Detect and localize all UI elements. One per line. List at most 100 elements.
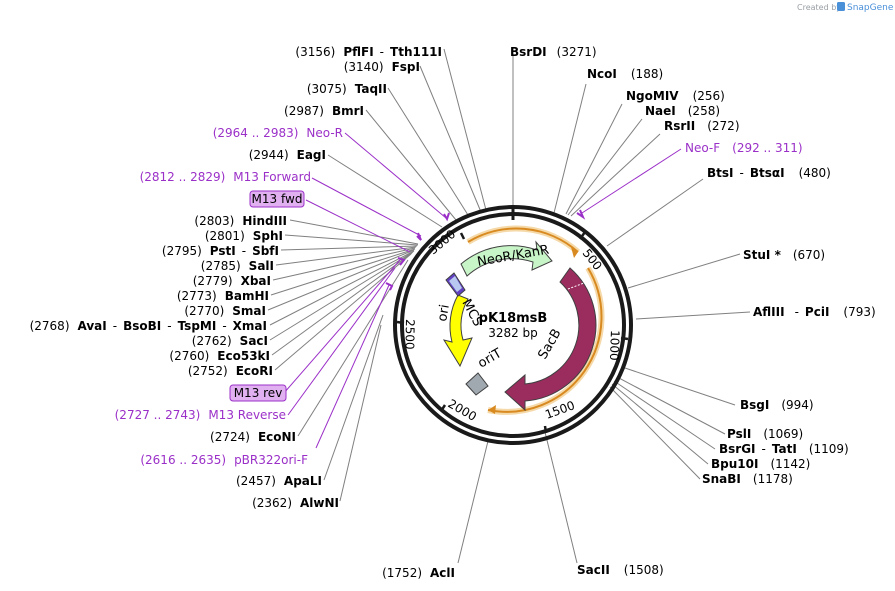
- enzyme-name: PslI: [727, 427, 751, 441]
- enzyme-site-psti[interactable]: (2795)PstI-SbfI: [162, 244, 279, 258]
- enzyme-separator: -: [795, 305, 799, 319]
- enzyme-site-afliii[interactable]: AflIII-PciI(793): [753, 305, 876, 319]
- enzyme-site-ncoi[interactable]: NcoI(188): [587, 67, 663, 81]
- enzyme-site-bsrgi[interactable]: BsrGI-TatI(1109): [719, 442, 849, 456]
- enzyme-labels-right: BsrDI(3271) NcoI(188) NgoMIV(256) NaeI(2…: [510, 45, 876, 577]
- enzyme-position: (2362): [252, 496, 292, 510]
- enzyme-name: ApaLI: [284, 474, 322, 488]
- primer-neo-f[interactable]: Neo-F(292 .. 311): [685, 141, 803, 155]
- scale-ticks: [396, 231, 629, 434]
- enzyme-name-3: TspMI: [178, 319, 217, 333]
- tick-label-2500: 2500: [402, 319, 417, 350]
- enzyme-site-bamhi[interactable]: (2773)BamHI: [177, 289, 269, 303]
- enzyme-position: (2803): [194, 214, 234, 228]
- scale-tick-1500: [543, 425, 548, 434]
- primer-range: (2616 .. 2635): [140, 453, 226, 467]
- orange-arc-right-arrowhead: [488, 405, 496, 414]
- primer-name: pBR322ori-F: [234, 453, 308, 467]
- enzyme-position: (2752): [188, 364, 228, 378]
- enzyme-position: (1178): [753, 472, 793, 486]
- enzyme-site-eco53ki[interactable]: (2760)Eco53kI: [169, 349, 270, 363]
- enzyme-site-econi[interactable]: (2724)EcoNI: [210, 430, 296, 444]
- primer-box-m13-fwd[interactable]: [249, 190, 305, 208]
- enzyme-site-naei[interactable]: NaeI(258): [645, 104, 720, 118]
- primer-markers: [385, 209, 586, 291]
- leader-line: [269, 250, 415, 326]
- enzyme-site-fspi[interactable]: (3140)FspI: [344, 60, 420, 74]
- enzyme-site-psli[interactable]: PslI(1069): [727, 427, 803, 441]
- enzyme-site-snabi[interactable]: SnaBI(1178): [702, 472, 793, 486]
- enzyme-separator: -: [762, 442, 766, 456]
- enzyme-site-rsrii[interactable]: RsrII(272): [664, 119, 740, 133]
- enzyme-site-eagi[interactable]: (2944)EagI: [249, 148, 326, 162]
- tick-label-500: 500: [580, 246, 605, 273]
- enzyme-site-bpu10i[interactable]: Bpu10I(1142): [711, 457, 810, 471]
- primer-m13-reverse[interactable]: (2727 .. 2743)M13 Reverse: [115, 408, 286, 422]
- enzyme-name: Bpu10I: [711, 457, 758, 471]
- enzyme-position: (2770): [184, 304, 224, 318]
- enzyme-position: (3156): [295, 45, 335, 59]
- tick-label-1000: 1000: [607, 330, 622, 361]
- leader-line: [269, 251, 414, 341]
- enzyme-name: HindIII: [242, 214, 287, 228]
- leader-line: [272, 247, 416, 281]
- enzyme-position: (1752): [382, 566, 422, 580]
- enzyme-position: (2762): [192, 334, 232, 348]
- enzyme-site-alwni[interactable]: (2362)AlwNI: [252, 496, 339, 510]
- enzyme-site-sphi[interactable]: (2801)SphI: [205, 229, 283, 243]
- enzyme-position: (670): [793, 248, 825, 262]
- enzyme-site-ngomiv[interactable]: NgoMIV(256): [626, 89, 725, 103]
- enzyme-site-hindiii[interactable]: (2803) HindIII: [194, 214, 287, 228]
- enzyme-name-2: PciI: [805, 305, 830, 319]
- leader-line: [609, 386, 701, 480]
- enzyme-site-sacii[interactable]: SacII(1508): [577, 563, 664, 577]
- enzyme-name: SacII: [577, 563, 610, 577]
- primer-neo-r[interactable]: (2964 .. 2983)Neo-R: [213, 126, 343, 140]
- leader-line: [419, 65, 482, 213]
- enzyme-site-ecori[interactable]: (2752)EcoRI: [188, 364, 273, 378]
- enzyme-position: (2457): [236, 474, 276, 488]
- feature-label-sacb: SacB: [535, 327, 564, 362]
- leader-line: [635, 311, 751, 320]
- leader-line: [544, 431, 578, 564]
- leader-line: [289, 219, 419, 245]
- scale-tick-3000: [459, 232, 466, 240]
- feature-neor-kanr: [460, 240, 553, 277]
- primer-pbr322ori-f[interactable]: (2616 .. 2635) pBR322ori-F: [140, 453, 308, 467]
- enzyme-site-saci[interactable]: (2762) SacI: [192, 334, 268, 348]
- enzyme-site-bsgi[interactable]: BsgI(994): [740, 398, 814, 412]
- leader-line: [457, 440, 489, 564]
- enzyme-name: PstI: [210, 244, 236, 258]
- enzyme-site-stui[interactable]: StuI *(670): [743, 248, 825, 262]
- feature-sacb: [504, 267, 597, 412]
- enzyme-site-apali[interactable]: (2457) ApaLI: [236, 474, 322, 488]
- enzyme-position: (2779): [193, 274, 233, 288]
- enzyme-site-btsi[interactable]: BtsI-BtsαI(480): [707, 166, 831, 180]
- enzyme-site-bmri[interactable]: (2987)BmrI: [284, 104, 364, 118]
- enzyme-name: AclI: [430, 566, 455, 580]
- enzyme-name-2: BsoBI: [123, 319, 161, 333]
- enzyme-name: SacI: [240, 334, 268, 348]
- enzyme-position: (256): [693, 89, 725, 103]
- enzyme-site-taqii[interactable]: (3075)TaqII: [307, 82, 387, 96]
- leader-line: [284, 234, 419, 246]
- enzyme-position: (258): [688, 104, 720, 118]
- scale-tick-2000: [439, 404, 447, 412]
- enzyme-site-acli[interactable]: (1752) AclI: [382, 566, 455, 580]
- orange-arc-right: [487, 267, 603, 413]
- enzyme-site-avai[interactable]: (2768)AvaI-BsoBI-TspMI-XmaI: [30, 319, 267, 333]
- primer-box-m13-rev[interactable]: [229, 384, 287, 402]
- enzyme-site-pflfi[interactable]: (3156)PflFI-Tth111I: [295, 45, 442, 59]
- primer-m13-forward[interactable]: (2812 .. 2829)M13 Forward: [140, 170, 311, 184]
- feature-orit: [465, 372, 489, 396]
- enzyme-position: (2760): [169, 349, 209, 363]
- enzyme-site-sali[interactable]: (2785)SalI: [201, 259, 274, 273]
- leader-line: [611, 383, 709, 465]
- enzyme-site-bsrdi[interactable]: BsrDI(3271): [510, 45, 597, 59]
- enzyme-site-xbai[interactable]: (2779)XbaI: [193, 274, 271, 288]
- orange-arc-top-arrowhead: [571, 247, 578, 258]
- enzyme-name: AflIII: [753, 305, 785, 319]
- enzyme-site-smai[interactable]: (2770)SmaI: [184, 304, 266, 318]
- credit-prefix: Created by: [797, 3, 841, 12]
